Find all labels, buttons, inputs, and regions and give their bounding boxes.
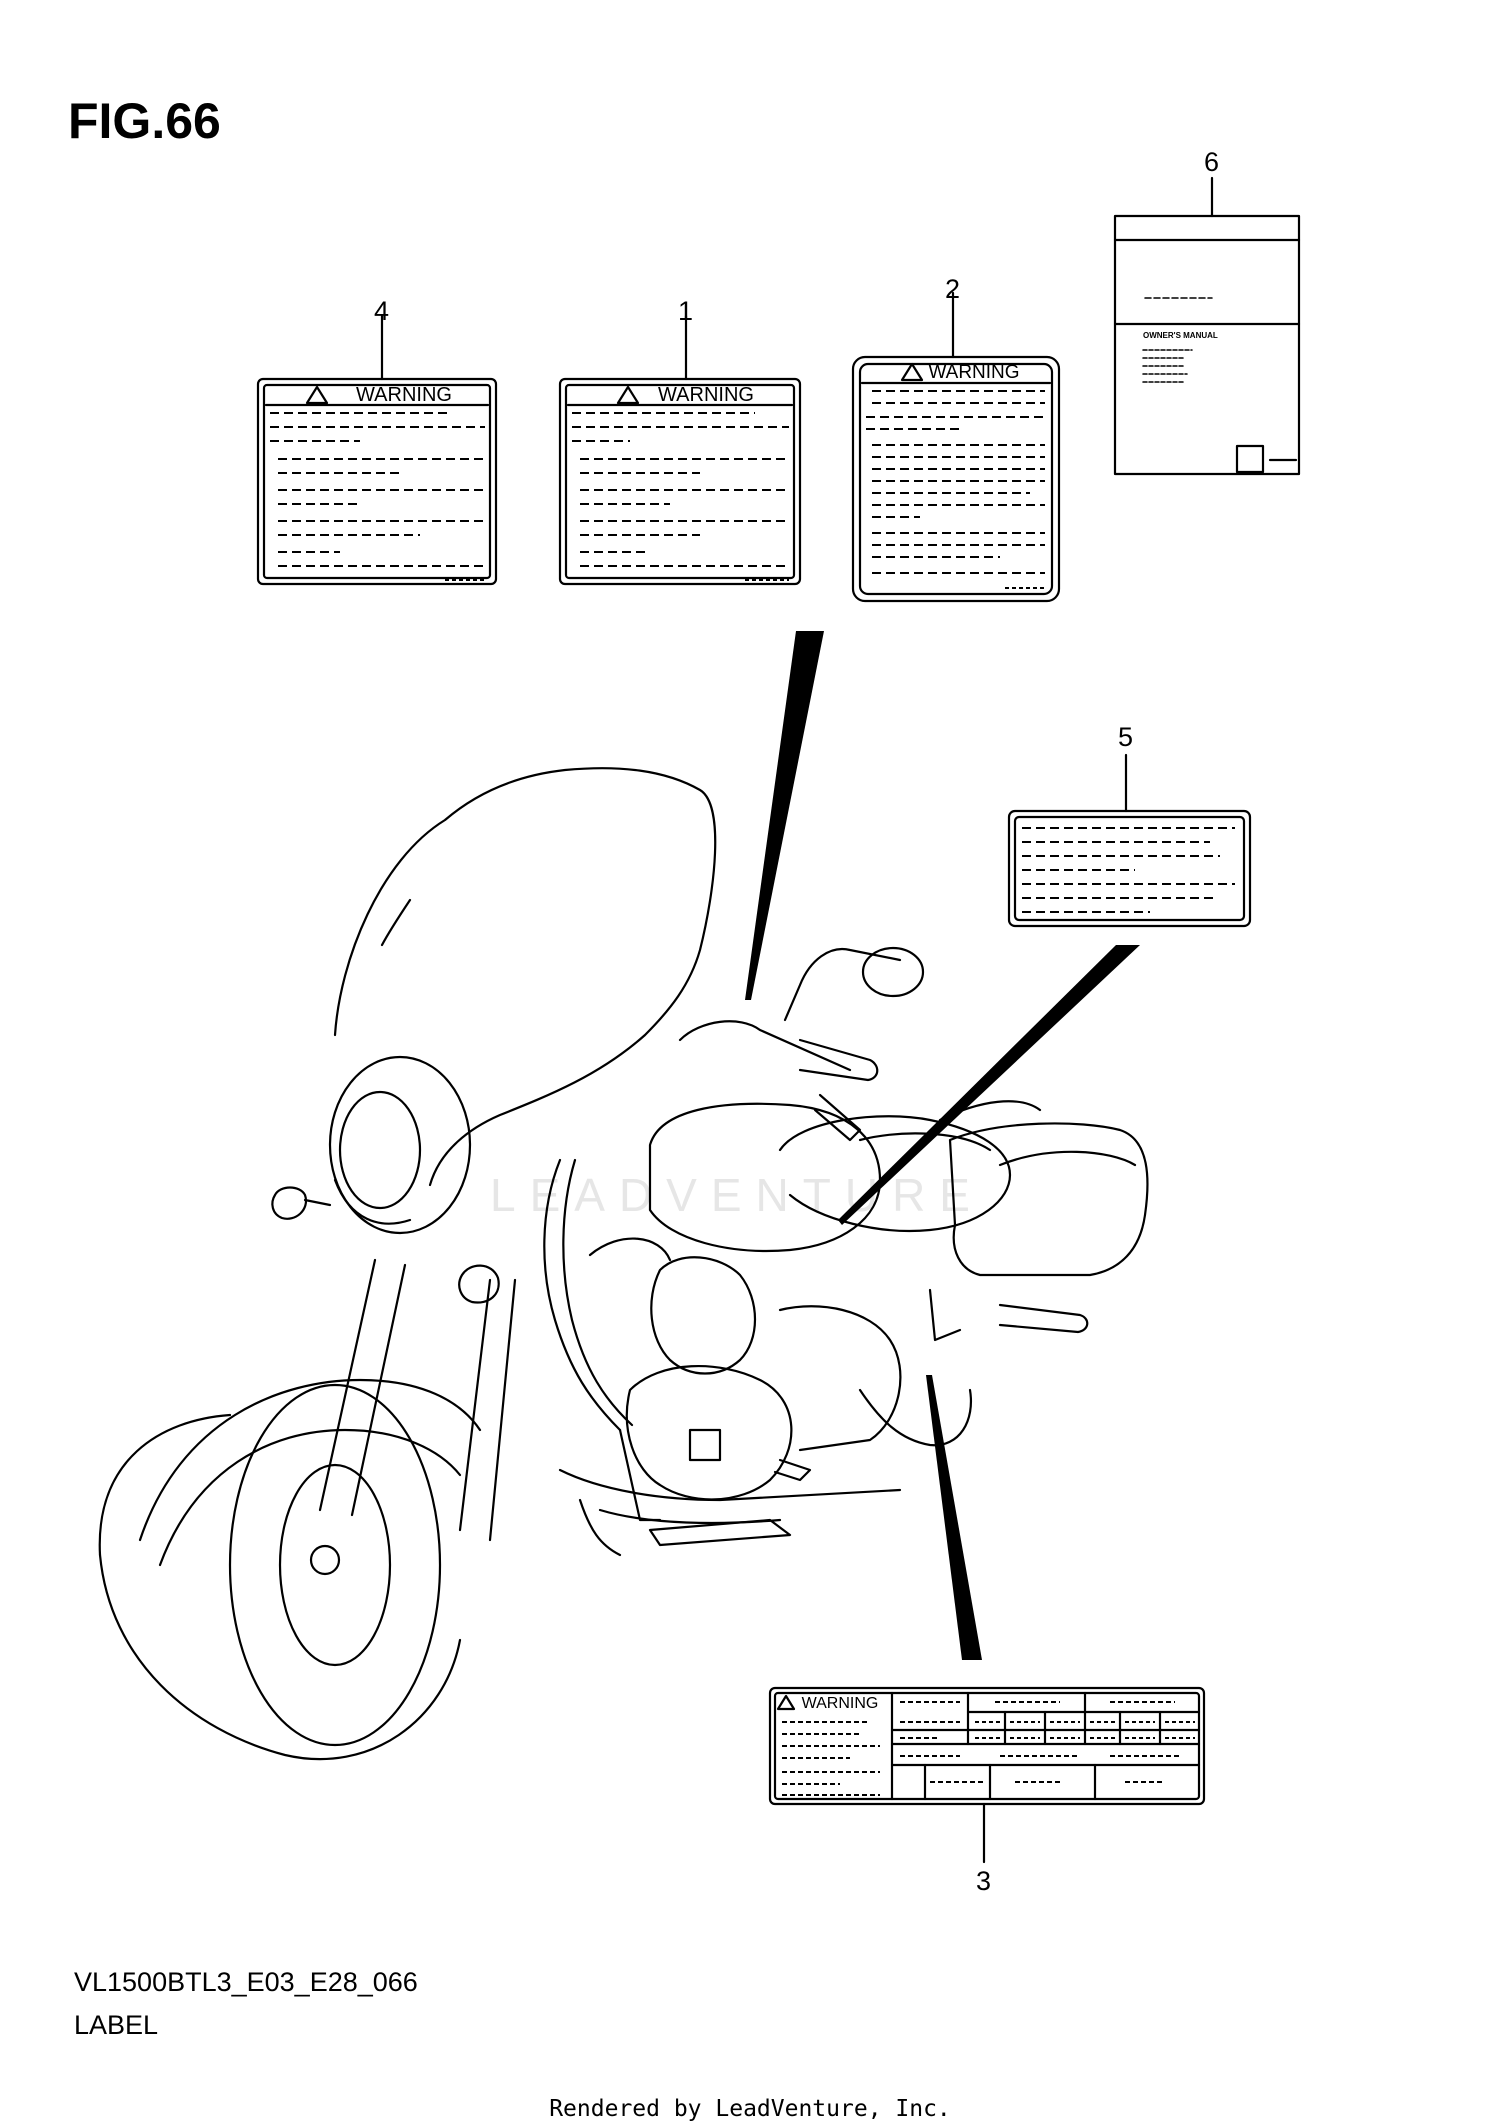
callout-1[interactable]: 1 — [678, 296, 694, 326]
label-5-part[interactable] — [1007, 809, 1252, 928]
label-3-part[interactable] — [768, 1686, 1206, 1806]
callout-5[interactable]: 5 — [1118, 722, 1134, 752]
callout-2[interactable]: 2 — [945, 274, 961, 304]
diagram-subtitle: LABEL — [74, 2010, 159, 2040]
figure-title: FIG.66 — [68, 93, 221, 149]
label-6-owners-manual[interactable] — [1113, 214, 1301, 476]
pointer-wedges — [745, 631, 1140, 1660]
motorcycle-outline — [98, 767, 1149, 1761]
label-1-part[interactable] — [558, 377, 802, 586]
callout-4[interactable]: 4 — [374, 296, 390, 326]
label-1-warning-text: WARNING — [658, 384, 754, 406]
leader-lines — [380, 176, 1214, 1864]
label-text-lines — [270, 390, 1235, 1796]
label-4-part[interactable] — [256, 377, 498, 586]
label-3-warning-text: WARNING — [802, 1695, 879, 1712]
diagram-code: VL1500BTL3_E03_E28_066 — [74, 1967, 418, 1997]
footer-credit: Rendered by LeadVenture, Inc. — [549, 2096, 951, 2122]
label-2-warning-text: WARNING — [928, 362, 1019, 383]
label-6-manual-text: OWNER'S MANUAL — [1143, 331, 1218, 340]
callout-6[interactable]: 6 — [1204, 147, 1220, 177]
label-4-warning-text: WARNING — [356, 384, 452, 406]
callout-3[interactable]: 3 — [976, 1866, 992, 1896]
label-2-part[interactable] — [851, 355, 1061, 603]
